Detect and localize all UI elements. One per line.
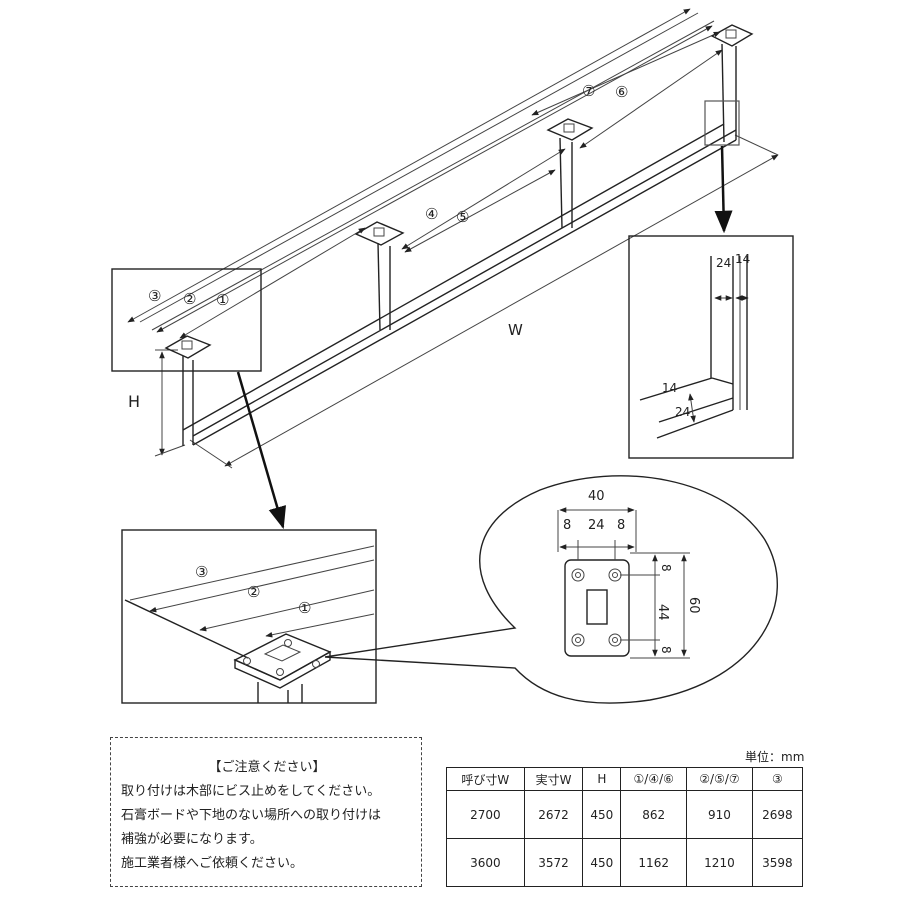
label-h: H — [128, 392, 140, 411]
mounting-plate-left — [164, 335, 212, 359]
mounting-plate-right — [710, 24, 754, 47]
plate-label-8-bottom: 8 — [659, 646, 673, 654]
label-7: ⑦ — [582, 82, 595, 100]
callout-box-right — [704, 100, 740, 146]
table-cell: 450 — [582, 838, 622, 887]
zoom-label-2: ② — [247, 583, 260, 601]
side-label-14: 14 — [735, 252, 750, 266]
table-header-row: 呼び寸W 実寸W H ①/④/⑥ ②/⑤/⑦ ③ — [446, 767, 804, 791]
caution-line-2: 石膏ボードや下地のない場所への取り付けは — [121, 808, 382, 823]
mounting-plate-mid-right — [546, 118, 594, 141]
side-label-14b: 14 — [662, 381, 677, 395]
plate-label-8-top: 8 — [659, 564, 673, 572]
caution-title: 【ご注意ください】 — [208, 760, 326, 775]
caution-notes: 【ご注意ください】 取り付けは木部にビス止めをしてください。 石膏ボードや下地の… — [110, 737, 422, 887]
table-cell: 1210 — [686, 838, 753, 887]
header-h: H — [582, 767, 622, 791]
zoom-label-1: ① — [298, 599, 311, 617]
plate-label-40: 40 — [588, 489, 605, 504]
table-cell: 450 — [582, 790, 622, 839]
plate-label-8b: 8 — [617, 518, 625, 533]
table-cell: 3572 — [523, 838, 584, 887]
table-cell: 910 — [686, 790, 753, 839]
table-cell: 1162 — [620, 838, 688, 887]
callout-arrow-right — [714, 145, 733, 234]
header-146: ①/④/⑥ — [620, 767, 688, 791]
frame-bottom-rail — [182, 123, 737, 446]
plate-label-44: 44 — [655, 604, 670, 621]
header-actual-w: 実寸W — [523, 767, 584, 791]
label-2: ② — [183, 290, 196, 308]
label-5: ⑤ — [456, 208, 469, 226]
label-w: W — [508, 321, 523, 339]
callout-box-left — [111, 268, 262, 372]
table-cell: 2698 — [751, 790, 804, 839]
label-1: ① — [216, 291, 229, 309]
zoom-label-3: ③ — [195, 563, 208, 581]
side-label-24: 24 — [716, 256, 731, 270]
table-cell: 2700 — [446, 790, 525, 839]
plate-detail: 40 8 24 8 8 44 8 60 — [324, 475, 779, 704]
plate-label-8a: 8 — [563, 518, 571, 533]
plate-label-24: 24 — [588, 518, 605, 533]
label-4: ④ — [425, 205, 438, 223]
main-labels: ③ ② ① ④ ⑤ ⑦ ⑥ W H — [128, 82, 628, 411]
frame-top-lines — [139, 12, 715, 331]
callout-arrow-left — [236, 371, 286, 530]
header-3: ③ — [751, 767, 804, 791]
table-cell: 3598 — [751, 838, 804, 887]
unit-label: 単位：mm — [745, 750, 805, 764]
plate-label-60: 60 — [686, 597, 701, 614]
table-cell: 3600 — [446, 838, 525, 887]
table-row: 2700 2672 450 862 910 2698 — [446, 790, 804, 839]
header-nominal-w: 呼び寸W — [446, 767, 525, 791]
table-row: 3600 3572 450 1162 1210 3598 — [446, 838, 804, 887]
label-6: ⑥ — [615, 83, 628, 101]
table-cell: 862 — [620, 790, 688, 839]
dimension-lines-main — [127, 8, 779, 469]
zoom-detail: ③ ② ① — [121, 529, 377, 704]
table-cell: 2672 — [523, 790, 584, 839]
size-table: 呼び寸W 実寸W H ①/④/⑥ ②/⑤/⑦ ③ 2700 2672 450 8… — [446, 767, 804, 887]
caution-line-1: 取り付けは木部にビス止めをしてください。 — [121, 784, 381, 799]
label-3: ③ — [148, 287, 161, 305]
caution-line-4: 施工業者様へご依頼ください。 — [121, 856, 304, 871]
side-detail: 24 14 14 24 — [628, 235, 794, 459]
header-257: ②/⑤/⑦ — [686, 767, 753, 791]
side-label-24b: 24 — [675, 405, 690, 419]
mounting-plate-mid-left — [354, 221, 405, 246]
caution-line-3: 補強が必要になります。 — [121, 832, 263, 847]
